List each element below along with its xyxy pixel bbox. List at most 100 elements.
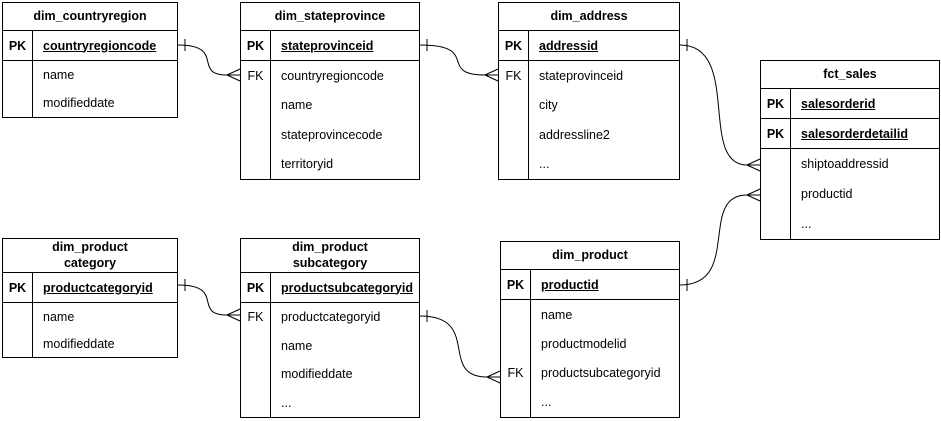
key-cell: PK — [761, 89, 791, 118]
relationship-dim_countryregion-to-dim_stateprovince[interactable] — [177, 39, 241, 82]
key-cell: FK — [241, 303, 271, 332]
cardinality-many-crowfoot — [746, 194, 761, 202]
key-cell — [761, 209, 791, 239]
table-row-stateprovinceid[interactable]: PK stateprovinceid — [241, 31, 419, 61]
relationship-curve[interactable] — [177, 44, 228, 76]
table-row-name[interactable]: name — [3, 303, 177, 330]
relationship-dim_productcategory-to-dim_productsubcategory[interactable] — [177, 279, 241, 322]
field-name: modifieddate — [43, 336, 115, 351]
key-cell — [761, 149, 791, 179]
table-row-productsubcategoryid[interactable]: FK productsubcategoryid — [501, 358, 679, 388]
relationship-dim_address-to-fct_sales[interactable] — [679, 39, 761, 172]
key-cell — [3, 303, 33, 330]
relationship-dim_stateprovince-to-dim_address[interactable] — [419, 39, 499, 82]
relationship-curve[interactable] — [419, 44, 486, 76]
cardinality-many-crowfoot — [226, 314, 241, 322]
table-row-city[interactable]: city — [499, 90, 679, 120]
table-row-territoryid[interactable]: territoryid — [241, 149, 419, 179]
cardinality-many-crowfoot — [226, 308, 241, 316]
key-cell: PK — [241, 31, 271, 60]
table-row-productcategoryid[interactable]: FK productcategoryid — [241, 303, 419, 332]
field-name: stateprovinceid — [281, 38, 374, 53]
key-cell — [499, 120, 529, 150]
key-cell — [501, 329, 531, 359]
key-cell: FK — [241, 61, 271, 91]
table-title[interactable]: dim_countryregion — [3, 3, 177, 31]
table-row-productid[interactable]: PK productid — [501, 270, 679, 300]
field-name: name — [541, 307, 573, 322]
table-row-modifieddate[interactable]: modifieddate — [241, 360, 419, 389]
table-title[interactable]: dim_product subcategory — [241, 239, 419, 273]
cardinality-many-crowfoot — [746, 158, 761, 166]
relationship-curve[interactable] — [177, 284, 228, 316]
table-title[interactable]: dim_product category — [3, 239, 177, 273]
table-title[interactable]: dim_stateprovince — [241, 3, 419, 31]
table-row-modifieddate[interactable]: modifieddate — [3, 89, 177, 117]
cardinality-many-crowfoot — [746, 164, 761, 172]
field-name: stateprovincecode — [281, 127, 383, 142]
table-row-addressline2[interactable]: addressline2 — [499, 120, 679, 150]
cardinality-many-crowfoot — [484, 68, 499, 76]
table-row-name[interactable]: name — [241, 90, 419, 120]
table-row-shiptoaddressid[interactable]: shiptoaddressid — [761, 149, 939, 179]
table-row-name[interactable]: name — [241, 331, 419, 360]
key-cell — [761, 179, 791, 209]
key-cell: PK — [3, 273, 33, 302]
field-name: productsubcategoryid — [541, 366, 661, 381]
table-title[interactable]: fct_sales — [761, 61, 939, 89]
table-row-name[interactable]: name — [501, 300, 679, 330]
key-cell: FK — [501, 358, 531, 388]
key-cell: PK — [241, 273, 271, 302]
field-name: productmodelid — [541, 336, 627, 351]
field-name: productid — [541, 277, 599, 292]
relationship-curve[interactable] — [679, 194, 748, 286]
table-row-name[interactable]: name — [3, 61, 177, 89]
key-cell: PK — [499, 31, 529, 60]
key-cell: PK — [501, 270, 531, 299]
table-row-ellipsis[interactable]: ... — [499, 149, 679, 179]
table-row-ellipsis[interactable]: ... — [761, 209, 939, 239]
key-cell — [499, 149, 529, 179]
relationship-curve[interactable] — [679, 44, 748, 166]
cardinality-many-crowfoot — [486, 376, 501, 384]
field-name: countryregioncode — [43, 38, 157, 53]
relationship-dim_productsubcategory-to-dim_product[interactable] — [419, 310, 501, 384]
relationship-curve[interactable] — [419, 315, 488, 378]
table-row-modifieddate[interactable]: modifieddate — [3, 330, 177, 357]
cardinality-many-crowfoot — [484, 74, 499, 82]
key-cell — [241, 120, 271, 150]
key-cell — [241, 149, 271, 179]
table-row-productid[interactable]: productid — [761, 179, 939, 209]
table-row-ellipsis[interactable]: ... — [501, 387, 679, 417]
field-name: ... — [541, 395, 552, 410]
key-cell — [3, 330, 33, 357]
field-name: addressline2 — [539, 127, 610, 142]
table-title[interactable]: dim_product — [501, 242, 679, 270]
field-name: name — [43, 68, 75, 82]
field-name: productcategoryid — [281, 310, 381, 325]
field-name: territoryid — [281, 157, 334, 172]
table-row-stateprovincecode[interactable]: stateprovincecode — [241, 120, 419, 150]
key-cell — [501, 300, 531, 330]
table-row-productmodelid[interactable]: productmodelid — [501, 329, 679, 359]
relationship-dim_product-to-fct_sales[interactable] — [679, 188, 761, 291]
key-cell — [241, 360, 271, 389]
key-cell — [241, 331, 271, 360]
table-row-ellipsis[interactable]: ... — [241, 388, 419, 417]
table-title[interactable]: dim_address — [499, 3, 679, 31]
